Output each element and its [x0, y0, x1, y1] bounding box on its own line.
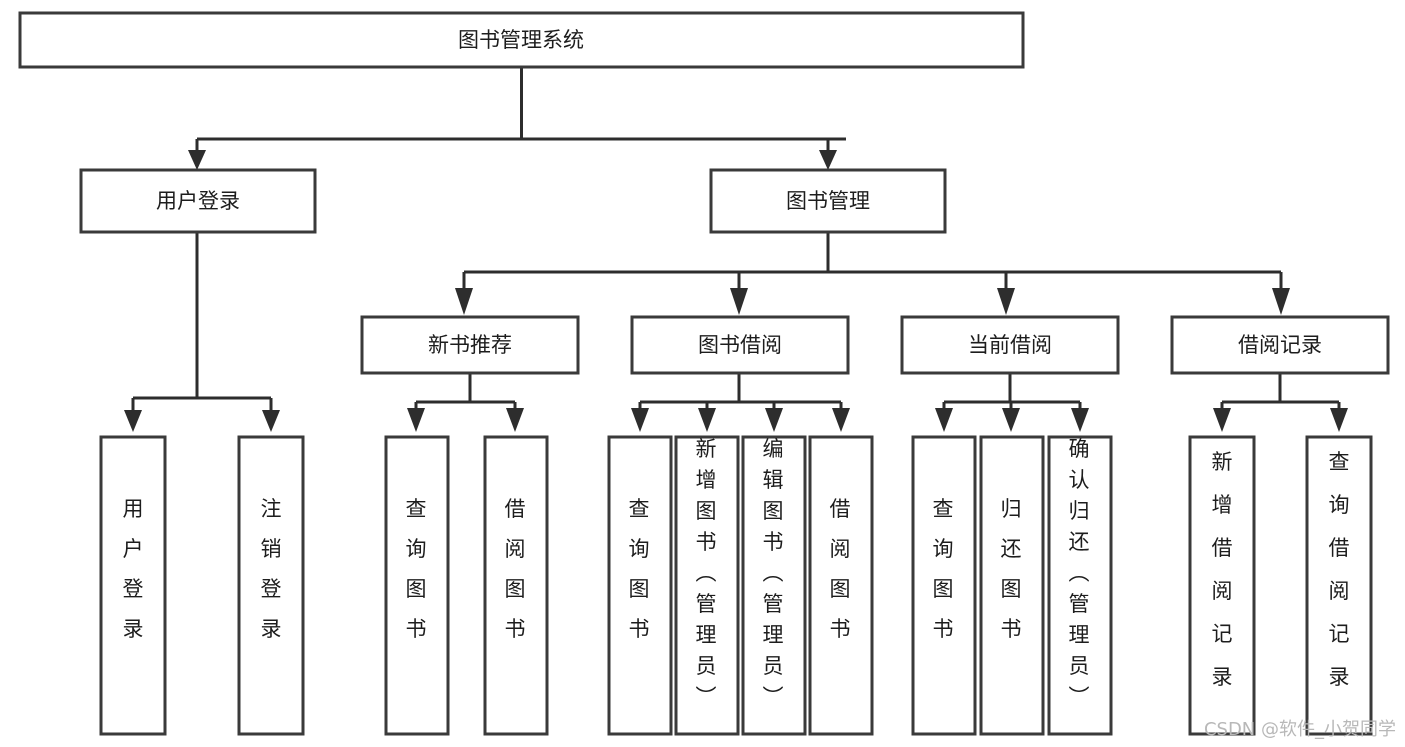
node-root-box[interactable] — [18, 11, 1025, 69]
leaf-node[interactable]: 借阅图书 — [808, 435, 874, 736]
arrowhead-user-login — [188, 150, 206, 170]
node-book-management[interactable]: 图书管理 — [709, 168, 947, 234]
leaf-bookborrow-1-box[interactable] — [607, 435, 673, 736]
arrowhead-current-borrow — [997, 288, 1015, 315]
leaf-node[interactable]: 新增借阅记录 — [1188, 435, 1256, 736]
leaf-currentborrow-2-label: 归还图书 — [1001, 497, 1022, 641]
leaf-node[interactable]: 注销登录 — [237, 435, 305, 736]
leaf-currentborrow-2-box[interactable] — [979, 435, 1045, 736]
node-current-borrow-label: 当前借阅 — [968, 333, 1052, 357]
arrowhead-currentborrow-leaf-1 — [935, 408, 953, 432]
node-book-management-label: 图书管理 — [786, 189, 870, 213]
connector-layer — [124, 67, 1348, 432]
arrowhead-bookborrow-leaf-4 — [832, 408, 850, 432]
node-user-login-box[interactable] — [79, 168, 317, 234]
arrowhead-bookborrow-leaf-2 — [698, 408, 716, 432]
leaf-borrowrecord-2-box[interactable] — [1305, 435, 1373, 736]
node-book-borrow-label: 图书借阅 — [698, 333, 782, 357]
node-root[interactable]: 图书管理系统 — [18, 11, 1025, 69]
node-user-login-label: 用户登录 — [156, 189, 240, 213]
leaf-currentborrow-1-box[interactable] — [911, 435, 977, 736]
node-book-borrow-box[interactable] — [630, 315, 850, 375]
leaf-currentborrow-1-label: 查询图书 — [933, 497, 954, 641]
leaf-bookborrow-1-label: 查询图书 — [629, 497, 650, 641]
leaf-bookborrow-3-box[interactable] — [741, 435, 807, 736]
arrowhead-newbook-leaf-2 — [506, 408, 524, 432]
arrowhead-newbook-leaf-1 — [407, 408, 425, 432]
leaf-node[interactable]: 查询借阅记录 — [1305, 435, 1373, 736]
leaf-user-login-1-label: 用户登录 — [123, 497, 144, 641]
node-current-borrow-box[interactable] — [900, 315, 1120, 375]
node-root-label: 图书管理系统 — [458, 28, 584, 52]
leaf-node[interactable]: 用户登录 — [99, 435, 167, 736]
arrowhead-bookborrow-leaf-1 — [631, 408, 649, 432]
leaf-newbook-2-label: 借阅图书 — [505, 497, 526, 641]
arrowhead-borrowrecord-leaf-2 — [1330, 408, 1348, 432]
node-borrow-record-label: 借阅记录 — [1238, 333, 1322, 357]
node-book-borrow[interactable]: 图书借阅 — [630, 315, 850, 375]
arrowhead-currentborrow-leaf-2 — [1002, 408, 1020, 432]
leaf-node[interactable]: 查询图书 — [911, 435, 977, 736]
node-current-borrow[interactable]: 当前借阅 — [900, 315, 1120, 375]
leaf-bookborrow-3-label: 编辑图书︵管理员︶ — [763, 437, 784, 709]
leaf-borrowrecord-1-label: 新增借阅记录 — [1212, 450, 1233, 689]
node-new-book-recommend-label: 新书推荐 — [428, 333, 512, 357]
leaf-newbook-2-box[interactable] — [483, 435, 549, 736]
node-book-management-box[interactable] — [709, 168, 947, 234]
leaf-node[interactable]: 查询图书 — [384, 435, 450, 736]
arrowhead-book-borrow — [730, 288, 748, 315]
node-borrow-record-box[interactable] — [1170, 315, 1390, 375]
leaf-bookborrow-2-box[interactable] — [674, 435, 740, 736]
leaf-newbook-1-box[interactable] — [384, 435, 450, 736]
leaf-currentborrow-3-box[interactable] — [1047, 435, 1113, 736]
node-borrow-record[interactable]: 借阅记录 — [1170, 315, 1390, 375]
watermark-label: CSDN @软件_小贺同学 — [1204, 719, 1396, 740]
arrowhead-borrow-record — [1272, 288, 1290, 315]
arrowhead-bookborrow-leaf-3 — [765, 408, 783, 432]
leaf-node[interactable]: 编辑图书︵管理员︶ — [741, 435, 807, 736]
node-user-login[interactable]: 用户登录 — [79, 168, 317, 234]
arrowhead-book-mgmt — [819, 150, 837, 170]
arrowhead-currentborrow-leaf-3 — [1071, 408, 1089, 432]
leaf-node[interactable]: 查询图书 — [607, 435, 673, 736]
leaf-node[interactable]: 借阅图书 — [483, 435, 549, 736]
leaf-newbook-1-label: 查询图书 — [406, 497, 427, 641]
arrowhead-borrowrecord-leaf-1 — [1213, 408, 1231, 432]
leaf-bookborrow-4-box[interactable] — [808, 435, 874, 736]
leaf-user-login-2-label: 注销登录 — [261, 497, 282, 641]
leaf-bookborrow-2-label: 新增图书︵管理员︶ — [696, 437, 717, 709]
leaf-currentborrow-3-label: 确认归还︵管理员︶ — [1069, 437, 1090, 709]
leaf-user-login-2-box[interactable] — [237, 435, 305, 736]
node-new-book-recommend[interactable]: 新书推荐 — [360, 315, 580, 375]
arrowhead-user-login-leaf-2 — [262, 410, 280, 432]
leaf-bookborrow-4-label: 借阅图书 — [830, 497, 851, 641]
leaf-borrowrecord-2-label: 查询借阅记录 — [1329, 450, 1350, 689]
leaf-user-login-1-box[interactable] — [99, 435, 167, 736]
leaf-node[interactable]: 归还图书 — [979, 435, 1045, 736]
leaf-node[interactable]: 新增图书︵管理员︶ — [674, 435, 740, 736]
node-new-book-recommend-box[interactable] — [360, 315, 580, 375]
arrowhead-new-book — [455, 288, 473, 315]
leaf-node[interactable]: 确认归还︵管理员︶ — [1047, 435, 1113, 736]
leaf-borrowrecord-1-box[interactable] — [1188, 435, 1256, 736]
arrowhead-user-login-leaf-1 — [124, 410, 142, 432]
